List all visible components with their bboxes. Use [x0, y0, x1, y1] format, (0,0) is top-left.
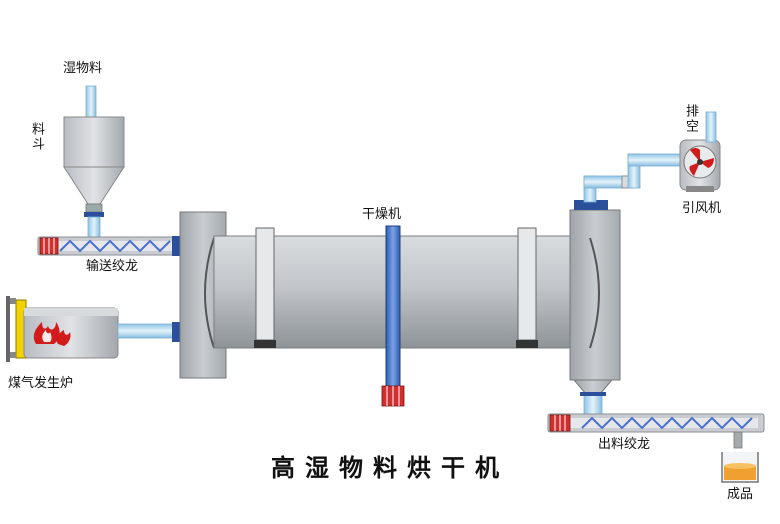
gas-furnace	[6, 296, 180, 362]
girth-gear-bar	[385, 225, 401, 393]
discharge-end-housing	[569, 209, 621, 381]
hopper-cone	[63, 166, 125, 205]
feed-screw-conveyor	[37, 236, 180, 256]
inlet-pipe	[85, 85, 97, 119]
dryer-drum	[179, 200, 621, 415]
motor-icon	[381, 385, 405, 407]
riding-ring-left	[255, 227, 275, 341]
label-discharge-screw: 出料绞龙	[598, 437, 651, 452]
hopper-assembly	[63, 85, 125, 238]
motor-icon	[39, 237, 59, 255]
label-feed-screw: 输送绞龙	[86, 259, 139, 274]
flame-icon	[33, 322, 71, 346]
label-exhaust: 排空	[683, 104, 698, 134]
diagram-title: 高湿物料烘干机	[271, 453, 509, 482]
product-container	[721, 452, 759, 483]
exhaust-duct	[583, 153, 681, 203]
label-product: 成品	[727, 487, 754, 502]
hopper-body	[63, 116, 125, 168]
discharge-screw-conveyor	[547, 413, 765, 449]
label-wet-material: 湿物料	[63, 61, 103, 76]
label-fan: 引风机	[682, 201, 722, 216]
label-gas-furnace: 煤气发生炉	[8, 376, 74, 391]
feed-screw-flight	[59, 239, 171, 253]
fan-icon	[689, 148, 714, 176]
discharge-screw-flight	[581, 416, 753, 430]
label-hopper: 料斗	[29, 122, 44, 152]
induced-draft-fan	[679, 111, 721, 192]
riding-ring-right	[517, 227, 537, 341]
label-dryer: 干燥机	[362, 207, 402, 222]
motor-icon	[549, 414, 571, 432]
